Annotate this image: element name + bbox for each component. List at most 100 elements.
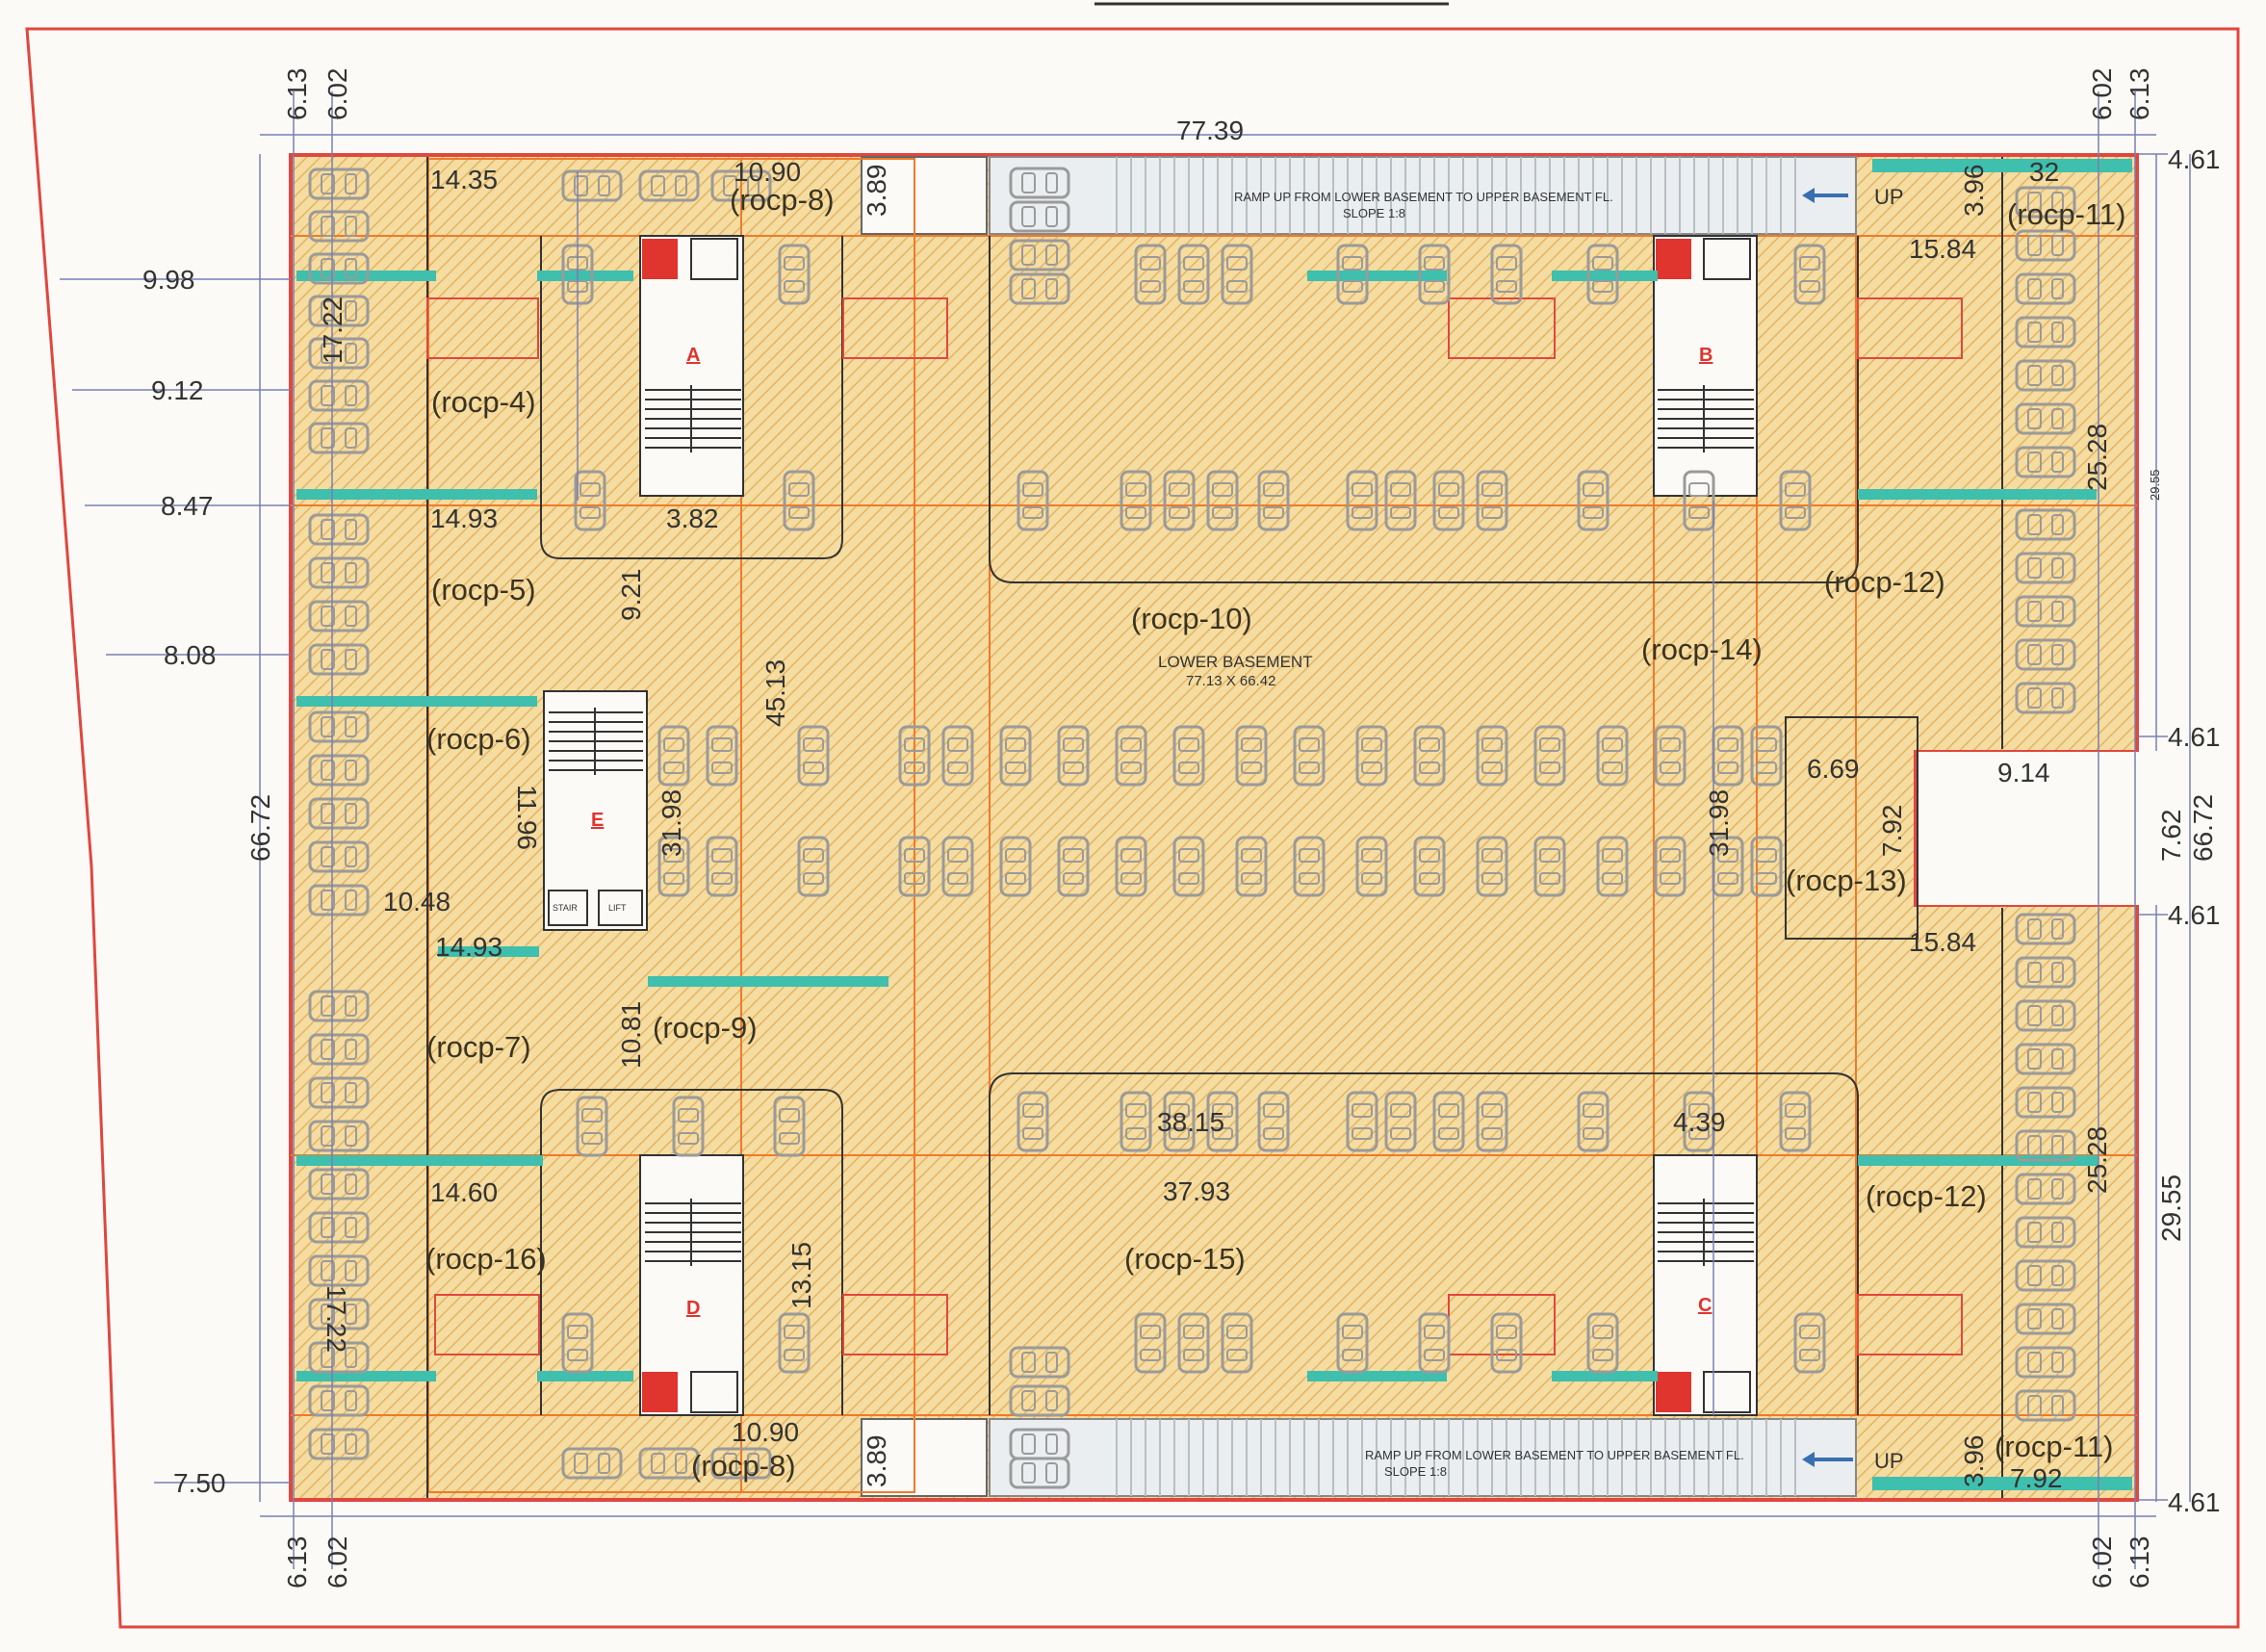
dim-1722-top: 17.22 [318,297,348,364]
dim-3815: 38.15 [1157,1107,1224,1137]
notch-right [1918,752,2141,905]
dim-1196: 11.96 [512,785,542,850]
dim-left-6672: 66.72 [245,794,275,862]
zone-labels: (rocp-4) (rocp-5) (rocp-6) (rocp-7) (roc… [425,183,2125,1483]
dim-left-912: 9.12 [151,375,204,405]
zone-rocp-10: (rocp-10) [1131,602,1252,635]
basement-size: 77.13 X 66.42 [1186,673,1275,689]
dim-1435: 14.35 [430,165,498,194]
zone-rocp-7: (rocp-7) [426,1030,531,1064]
dim-1048: 10.48 [383,887,451,916]
core-d: D [639,1154,744,1416]
ramp-up-bottom: UP [1874,1449,1904,1473]
dim-right-2955: 29.55 [2156,1174,2186,1242]
dim-4513: 45.13 [760,659,790,727]
core-label-e: E [591,810,604,831]
dim-top-602-l: 6.02 [322,68,352,121]
dim-396-bottom: 3.96 [1959,1435,1989,1488]
dim-389-bottom: 3.89 [862,1435,891,1488]
dim-1315: 13.15 [786,1242,816,1309]
dim-1584-bottom: 15.84 [1909,927,1976,957]
dim-1493-top: 14.93 [430,503,498,533]
parking-module-top-left [540,236,843,559]
ramp-bottom: RAMP UP FROM LOWER BASEMENT TO UPPER BAS… [989,1418,1904,1497]
dim-3198-r: 31.98 [1704,789,1734,857]
zone-rocp-12-bottom: (rocp-12) [1866,1179,1987,1213]
dim-1722-bottom: 17.22 [322,1285,351,1353]
dim-right-461-c: 4.61 [2168,900,2221,930]
core-label-b: B [1699,345,1712,366]
dim-1090-bottom: 10.90 [732,1417,799,1447]
zone-rocp-16: (rocp-16) [425,1242,547,1276]
dim-2528-top: 25.28 [2082,424,2112,491]
core-a: A [639,235,744,497]
inner-dimensions: 14.35 10.90 3.89 3.96 32 15.84 17.22 14.… [318,157,2112,1493]
core-b: B [1653,235,1758,497]
dim-bot-613-l: 6.13 [282,1536,312,1589]
parking-module-top-center [989,236,1859,583]
dim-left-847: 8.47 [161,491,214,521]
dim-right-461-b: 4.61 [2168,722,2221,752]
dim-right-461-a: 4.61 [2168,144,2221,174]
ramp-top: RAMP UP FROM LOWER BASEMENT TO UPPER BAS… [989,156,1904,235]
core-label-c: C [1698,1295,1712,1316]
dim-1584-top: 15.84 [1909,234,1976,264]
dim-669: 6.69 [1807,754,1860,784]
ramp-note-bottom: RAMP UP FROM LOWER BASEMENT TO UPPER BAS… [1365,1448,1744,1462]
basement-title: LOWER BASEMENT [1158,653,1313,671]
ramp-slope-top: SLOPE 1:8 [1343,206,1405,220]
light-well-bottom [861,1418,988,1497]
dim-top-613-r: 6.13 [2124,68,2154,121]
dim-914: 9.14 [1997,758,2050,787]
dim-1090-top: 10.90 [734,157,801,187]
zone-rocp-8-bottom: (rocp-8) [691,1449,796,1483]
dim-382: 3.82 [666,503,719,533]
dim-792-right: 7.92 [1877,805,1907,858]
zone-rocp-14: (rocp-14) [1641,632,1763,666]
dim-396-top: 3.96 [1959,165,1989,218]
dim-left-750: 7.50 [173,1468,226,1498]
dim-921: 9.21 [616,569,646,622]
dim-right-461-d: 4.61 [2168,1487,2221,1517]
zone-rocp-11-top: (rocp-11) [2007,197,2125,231]
dim-right-762: 7.62 [2156,810,2186,863]
zone-rocp-8-top: (rocp-8) [730,183,835,217]
core-e: E [543,690,648,931]
dim-top-width: 77.39 [1176,116,1244,145]
parking-module-bottom-left [540,1089,843,1415]
dim-32: 32 [2029,157,2059,187]
zone-rocp-11-bottom: (rocp-11) [1995,1430,2113,1463]
dimension-lines [60,91,2191,1569]
zone-rocp-12-top: (rocp-12) [1824,565,1945,599]
zone-rocp-4: (rocp-4) [431,385,536,419]
rocp-13-box [1785,716,1918,940]
dim-1493-bottom: 14.93 [435,932,502,962]
dim-1460: 14.60 [430,1177,498,1207]
dim-439: 4.39 [1673,1107,1726,1137]
zone-rocp-15: (rocp-15) [1124,1242,1246,1276]
dim-side-small: 29.55 [2148,469,2162,501]
core-e-stair-label: STAIR [553,903,578,913]
zone-rocp-13: (rocp-13) [1786,864,1907,897]
zone-rocp-6: (rocp-6) [426,722,531,756]
core-e-lift-label: LIFT [608,903,627,913]
core-c: C [1653,1154,1758,1416]
dim-3793: 37.93 [1163,1176,1230,1206]
dim-left-998: 9.98 [142,265,195,295]
ramp-note-top: RAMP UP FROM LOWER BASEMENT TO UPPER BAS… [1234,190,1613,204]
dim-1081: 10.81 [616,1001,646,1069]
dim-bot-602-l: 6.02 [322,1536,352,1589]
dim-left-808: 8.08 [164,640,217,670]
dim-top-613-l: 6.13 [282,68,312,121]
dim-bot-602-r: 6.02 [2087,1536,2117,1589]
parking-module-bottom-center [989,1072,1859,1415]
zone-rocp-9: (rocp-9) [653,1011,758,1045]
red-markers [426,297,1963,1355]
zone-rocp-5: (rocp-5) [431,573,536,607]
dim-top-602-r: 6.02 [2087,68,2117,121]
dim-2528-bottom: 25.28 [2082,1126,2112,1194]
core-label-a: A [686,345,700,366]
site-boundary [25,27,2240,1629]
dim-389-top: 3.89 [862,165,891,218]
